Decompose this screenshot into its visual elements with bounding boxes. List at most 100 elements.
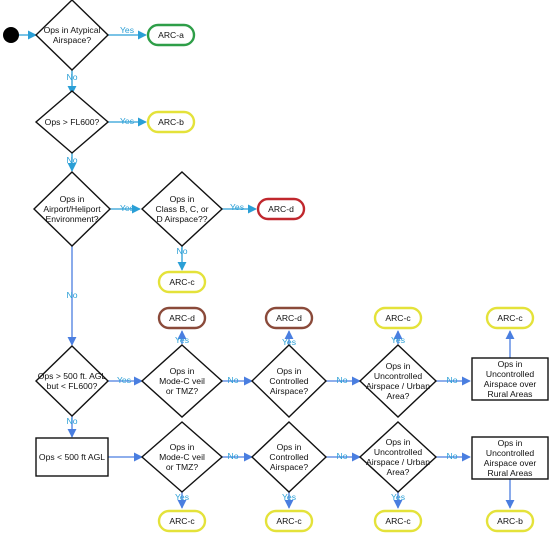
arc-results [146, 23, 535, 533]
decision-nodes [32, 0, 438, 493]
node-text-line: Uncontrolled [486, 369, 534, 379]
label-agl-no: No [67, 416, 78, 426]
label-ctrl1-yes: Yes [282, 337, 296, 347]
node-text-line: Class B, C, or [155, 204, 208, 214]
label-fl600-no: No [67, 155, 78, 165]
node-text-line: Airspace? [270, 462, 308, 472]
edge-labels: Yes No Yes No Yes Yes No No Yes No No No… [67, 25, 458, 502]
arc-label-c-unctrl2: ARC-c [385, 516, 411, 526]
label-agl-yes: Yes [117, 375, 131, 385]
node-text-line: Airspace / Urban [366, 457, 430, 467]
decision-uncontrolled-urban-row1 [358, 344, 438, 418]
label-atypical-no: No [67, 72, 78, 82]
arc-label-c-ctrl2: ARC-c [276, 516, 302, 526]
decision-agl-range [34, 345, 110, 417]
node-text-line: Environment? [45, 214, 98, 224]
node-text-line: D Airspace?? [156, 214, 207, 224]
arc-label-b1: ARC-b [158, 117, 184, 127]
label-ctrl2-no: No [337, 451, 348, 461]
decision-uncontrolled-urban-row2 [358, 421, 438, 493]
node-text-line: Ops in [386, 437, 411, 447]
arc-pill-c-modec2 [157, 509, 207, 533]
decision-modec-row1 [140, 344, 224, 418]
node-text-line: Ops in [277, 366, 302, 376]
arc-label-d-ctrl: ARC-d [276, 313, 302, 323]
decision-atypical-airspace [34, 0, 110, 71]
arc-label-c-modec2: ARC-c [169, 516, 195, 526]
arc-label-c-class: ARC-c [169, 277, 195, 287]
node-text-line: Airport/Heliport [43, 204, 101, 214]
arc-pill-d-class [256, 197, 306, 221]
decision-class-bcd [140, 171, 224, 247]
node-text-line: Area? [387, 391, 410, 401]
process-rural-row2 [471, 436, 549, 480]
node-text-line: Ops in [170, 366, 195, 376]
label-airport-no: No [67, 290, 78, 300]
arc-pill-a1 [146, 23, 196, 47]
node-text-line: Rural Areas [488, 389, 533, 399]
node-text-line: Airspace / Urban [366, 381, 430, 391]
node-text-line: Area? [387, 467, 410, 477]
arc-label-c-unctrl: ARC-c [385, 313, 411, 323]
node-text-line: Ops > FL600? [45, 117, 100, 127]
label-fl600-yes: Yes [120, 116, 134, 126]
node-text-line: Ops in [170, 442, 195, 452]
node-text-line: Mode-C veil [159, 452, 205, 462]
decision-modec-row2 [140, 421, 224, 493]
process-rural-row1 [471, 357, 549, 401]
node-text-line: Uncontrolled [374, 371, 422, 381]
decision-airport-environment [32, 171, 112, 247]
label-unctrl1-yes: Yes [391, 335, 405, 345]
node-text-line: Ops in [498, 359, 523, 369]
arc-pill-b1 [146, 110, 196, 134]
node-text-line: Ops in [170, 194, 195, 204]
label-modec2-no: No [228, 451, 239, 461]
arc-pill-c-class [157, 270, 207, 294]
node-text-line: Airspace over [484, 379, 537, 389]
label-modec2-yes: Yes [175, 492, 189, 502]
text-above-fl600: Ops > FL600? [45, 117, 100, 127]
arc-labels: ARC-a ARC-b ARC-d ARC-c ARC-d ARC-d ARC-… [158, 30, 523, 526]
node-text-line: Rural Areas [488, 468, 533, 478]
arc-pill-d-ctrl [264, 306, 314, 330]
arc-pill-b-rural2 [485, 509, 535, 533]
node-text-line: Ops in [386, 361, 411, 371]
label-class-no: No [177, 246, 188, 256]
decision-controlled-row1 [250, 344, 328, 418]
decision-controlled-row2 [250, 421, 328, 493]
node-text-line: Ops in [277, 442, 302, 452]
label-unctrl2-yes: Yes [391, 492, 405, 502]
node-text-line: Ops in Atypical [44, 25, 101, 35]
decision-above-fl600 [34, 90, 110, 154]
connectors [18, 30, 515, 509]
process-nodes [35, 357, 549, 480]
arc-label-a1: ARC-a [158, 30, 184, 40]
node-text-line: Controlled [269, 376, 308, 386]
label-ctrl1-no: No [337, 375, 348, 385]
node-text-line: Controlled [269, 452, 308, 462]
node-text-line: Airspace? [270, 386, 308, 396]
arc-pill-c-rural [485, 306, 535, 330]
process-below-500-agl [35, 437, 109, 477]
label-modec1-yes: Yes [175, 335, 189, 345]
node-text-line: or TMZ? [166, 462, 199, 472]
arc-label-c-rural: ARC-c [497, 313, 523, 323]
node-text-line: or TMZ? [166, 386, 199, 396]
text-below-500-agl: Ops < 500 ft AGL [39, 452, 105, 462]
arc-pill-c-ctrl2 [264, 509, 314, 533]
node-text-line: Mode-C veil [159, 376, 205, 386]
label-ctrl2-yes: Yes [282, 492, 296, 502]
